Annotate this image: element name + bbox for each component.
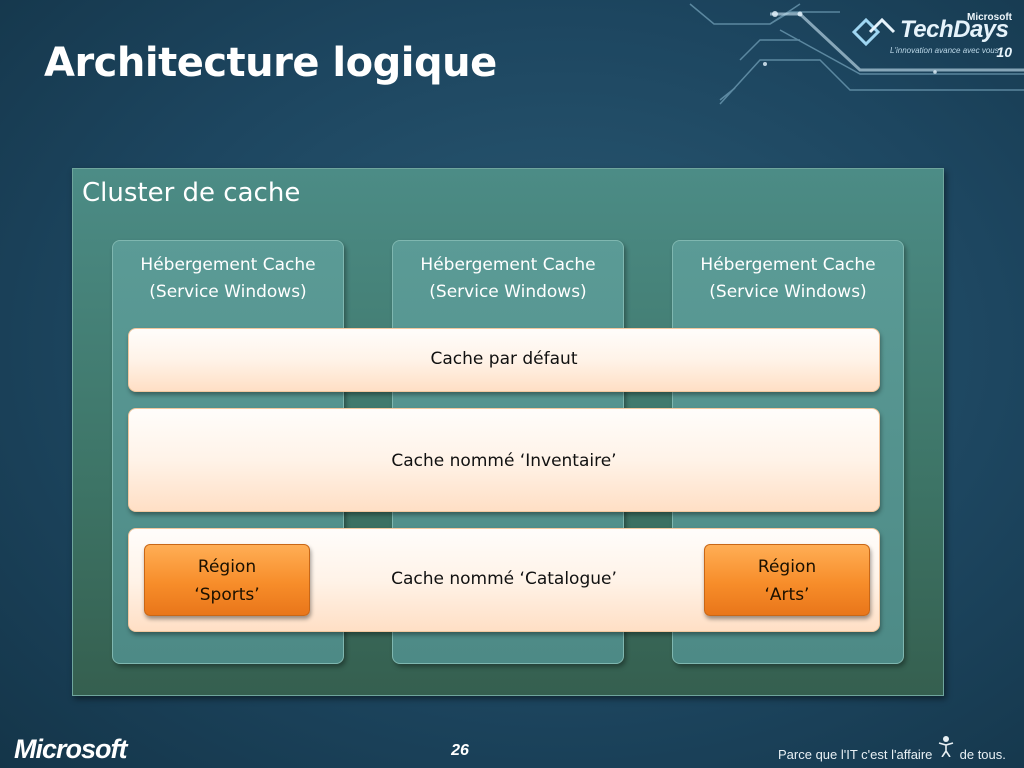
cache-host-1-label: Hébergement Cache (Service Windows)	[112, 252, 344, 306]
host-line-1: Hébergement Cache	[140, 255, 316, 275]
default-cache-band: Cache par défaut	[128, 328, 880, 392]
region-line-2: ‘Sports’	[194, 585, 260, 605]
logo-name: TechDays	[900, 16, 1009, 43]
logo-brand: Microsoft	[967, 12, 1012, 23]
cache-host-3-label: Hébergement Cache (Service Windows)	[672, 252, 904, 306]
techdays-logo: Microsoft TechDays L'innovation avance a…	[850, 8, 1020, 66]
techdays-chevron-icon	[851, 17, 896, 47]
cache-host-2-label: Hébergement Cache (Service Windows)	[392, 252, 624, 306]
host-line-2: (Service Windows)	[149, 282, 307, 302]
slide-title: Architecture logique	[44, 40, 497, 86]
logo-edition: 10	[996, 44, 1012, 60]
region-sports: Région ‘Sports’	[144, 544, 310, 616]
person-icon	[936, 736, 956, 759]
region-arts: Région ‘Arts’	[704, 544, 870, 616]
logo-tagline: L'innovation avance avec vous	[890, 46, 999, 55]
inventory-cache-label: Cache nommé ‘Inventaire’	[391, 451, 617, 471]
footer-tagline: Parce que l'IT c'est l'affaire de tous.	[778, 736, 1006, 762]
host-line-1: Hébergement Cache	[700, 255, 876, 275]
region-line-1: Région	[757, 557, 817, 577]
default-cache-label: Cache par défaut	[430, 349, 578, 369]
tagline-end: de tous.	[959, 747, 1006, 762]
page-number: 26	[451, 742, 469, 759]
host-line-1: Hébergement Cache	[420, 255, 596, 275]
microsoft-logo: Microsoft	[14, 734, 127, 764]
circuit-decoration	[689, 3, 1024, 105]
cluster-label: Cluster de cache	[82, 178, 301, 208]
region-line-2: ‘Arts’	[764, 585, 810, 605]
inventory-cache-band: Cache nommé ‘Inventaire’	[128, 408, 880, 512]
tagline-start: Parce que l'IT c'est l'affaire	[778, 747, 933, 762]
catalog-cache-label: Cache nommé ‘Catalogue’	[391, 569, 617, 589]
host-line-2: (Service Windows)	[429, 282, 587, 302]
region-line-1: Région	[197, 557, 257, 577]
host-line-2: (Service Windows)	[709, 282, 867, 302]
